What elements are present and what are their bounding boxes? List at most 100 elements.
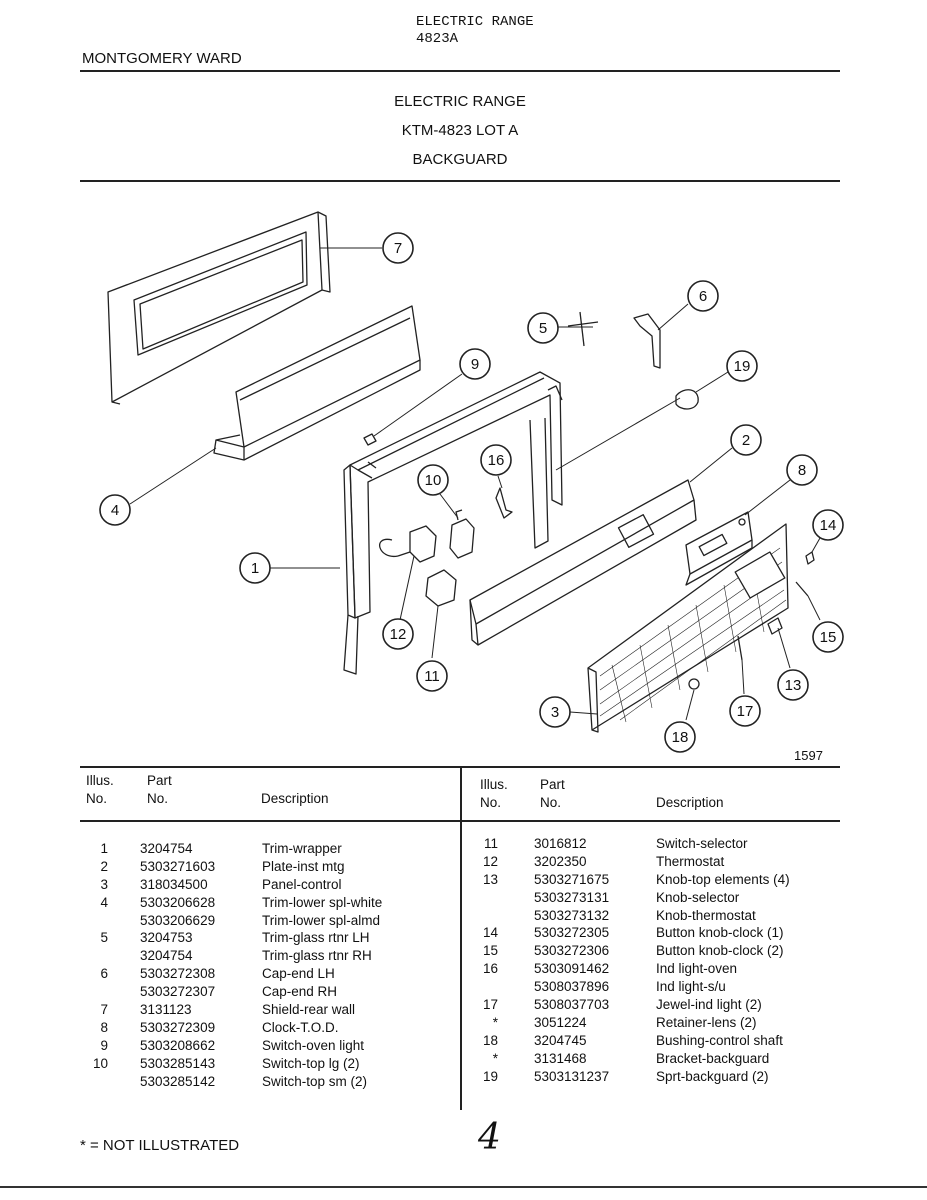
callout-15: 15: [812, 621, 844, 653]
part-description: Trim-lower spl-almd: [262, 912, 381, 928]
part-switch-selector: [425, 569, 457, 607]
part-description: Panel-control: [262, 876, 342, 892]
callout-5-label: 5: [539, 320, 547, 337]
part-description: Bushing-control shaft: [656, 1032, 783, 1048]
part-no: 5303206628: [140, 894, 216, 910]
illus-no: 7: [100, 1002, 108, 1018]
illus-no: 10: [92, 1055, 108, 1071]
part-description: Clock-T.O.D.: [262, 1019, 339, 1035]
callout-7-label: 7: [394, 240, 402, 257]
part-description: Trim-glass rtnr RH: [262, 948, 372, 964]
callout-9-label: 9: [471, 356, 479, 373]
part-description: Cap-end RH: [262, 984, 338, 1000]
part-no: 5303272305: [534, 925, 610, 941]
not-illustrated-note: * = NOT ILLUSTRATED: [80, 1137, 240, 1154]
title-rule: [80, 180, 840, 182]
top-title-line1: ELECTRIC RANGE: [416, 14, 534, 30]
illus-no: 9: [100, 1037, 108, 1053]
part-no: 3051224: [534, 1014, 587, 1030]
right-header-part-no: No.: [540, 795, 562, 810]
part-no: 5303273132: [534, 907, 610, 923]
part-description: Cap-end LH: [262, 966, 335, 982]
header-rule: [80, 70, 840, 72]
callout-6-label: 6: [699, 288, 707, 305]
part-switch-oven-light: [363, 433, 377, 446]
callout-13: 13: [777, 669, 809, 701]
brand-name: MONTGOMERY WARD: [82, 50, 242, 67]
callout-5: 5: [527, 312, 559, 344]
part-description: Trim-wrapper: [262, 841, 342, 856]
callout-16: 16: [480, 444, 512, 476]
part-description: Switch-top lg (2): [262, 1055, 360, 1071]
callout-19-label: 19: [734, 358, 751, 375]
exploded-parts-diagram: 7 4 1 2 3 6 5 8 9 10 11 12 13 14 15 16 1…: [99, 211, 844, 753]
right-header-no: No.: [480, 795, 502, 810]
callout-14-label: 14: [820, 517, 837, 534]
handwritten-page-mark: 4: [478, 1117, 501, 1158]
footer-rule: [0, 1186, 927, 1188]
header-underline: [80, 820, 840, 822]
title-line1: ELECTRIC RANGE: [394, 93, 526, 110]
callout-14: 14: [812, 509, 844, 541]
part-no: 5303272307: [140, 984, 216, 1000]
part-description: Jewel-ind light (2): [656, 997, 762, 1013]
part-no: 3204753: [140, 930, 193, 946]
top-title-line2: 4823A: [416, 31, 459, 47]
callout-17: 17: [729, 695, 761, 727]
part-ind-light-oven: [495, 487, 513, 519]
part-no: 5303271603: [140, 858, 216, 874]
part-description: Knob-thermostat: [656, 907, 756, 923]
part-description: Ind light-s/u: [656, 979, 726, 995]
part-no: 5303271675: [534, 871, 610, 887]
illus-no: 11: [483, 836, 498, 851]
part-cap-end: [633, 313, 661, 369]
part-thermostat: [379, 525, 437, 563]
callout-11-label: 11: [424, 668, 440, 685]
callout-12-label: 12: [390, 626, 407, 643]
illus-no: 12: [482, 853, 498, 869]
part-no: 5303206629: [140, 912, 216, 928]
right-header-description: Description: [656, 795, 724, 810]
callout-9: 9: [459, 348, 491, 380]
part-description: Trim-glass rtnr LH: [262, 930, 370, 946]
callout-3: 3: [539, 696, 571, 728]
part-no: 3204754: [140, 841, 193, 856]
part-no: 3131123: [140, 1002, 192, 1018]
diagram-number: 1597: [794, 748, 823, 763]
callout-6: 6: [687, 280, 719, 312]
callout-10: 10: [417, 464, 449, 496]
left-header-no: No.: [86, 791, 108, 806]
part-button-knob-15: [795, 581, 809, 597]
left-table-header: Illus. No. Part No. Description: [86, 772, 456, 812]
part-no: 3016812: [534, 836, 587, 851]
part-description: Trim-lower spl-white: [262, 894, 383, 910]
part-description: Button knob-clock (2): [656, 943, 784, 959]
callout-8-label: 8: [798, 462, 806, 479]
illus-no: 6: [100, 966, 108, 982]
left-header-description: Description: [261, 791, 329, 806]
callout-10-label: 10: [425, 472, 442, 489]
callout-12: 12: [382, 618, 414, 650]
callout-18: 18: [664, 721, 696, 753]
part-shield-rear-wall: [107, 211, 331, 405]
part-description: Switch-oven light: [262, 1037, 365, 1053]
illus-no: 19: [482, 1068, 498, 1084]
part-no: 5308037703: [534, 997, 610, 1013]
callout-1-label: 1: [251, 560, 259, 577]
